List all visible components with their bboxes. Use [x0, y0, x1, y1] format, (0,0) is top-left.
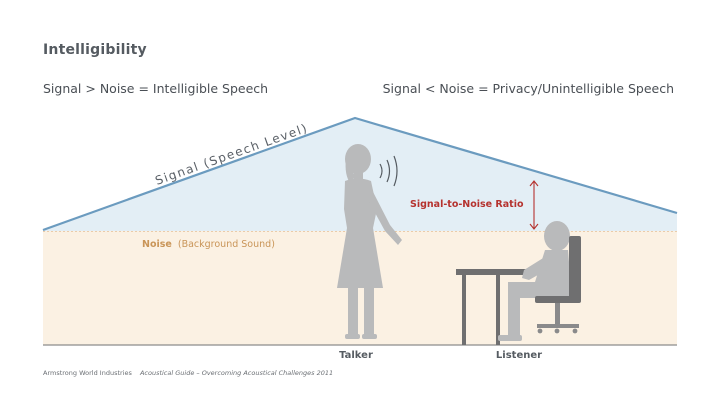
signal-level-line	[42, 116, 678, 232]
footer-credit: Armstrong World Industries Acoustical Gu…	[43, 369, 333, 377]
page-title: Intelligibility	[43, 42, 147, 58]
subtitle-privacy: Signal < Noise = Privacy/Unintelligible …	[382, 81, 674, 96]
listener-figure	[498, 221, 572, 341]
noise-label: Noise (Background Sound)	[142, 239, 275, 250]
desk	[456, 269, 554, 345]
speech-waves-icon	[379, 155, 398, 187]
talker-figure	[337, 144, 402, 339]
chair	[535, 236, 581, 334]
footer-company: Armstrong World Industries	[43, 369, 132, 377]
noise-label-paren: (Background Sound)	[178, 239, 275, 250]
noise-label-main: Noise	[142, 239, 172, 250]
footer-guide: Acoustical Guide – Overcoming Acoustical…	[139, 369, 334, 377]
snr-label: Signal-to-Noise Ratio	[410, 199, 524, 210]
subtitle-intelligible: Signal > Noise = Intelligible Speech	[43, 81, 269, 96]
snr-arrow	[529, 180, 539, 230]
talker-label: Talker	[339, 350, 373, 361]
listener-label: Listener	[496, 350, 542, 361]
